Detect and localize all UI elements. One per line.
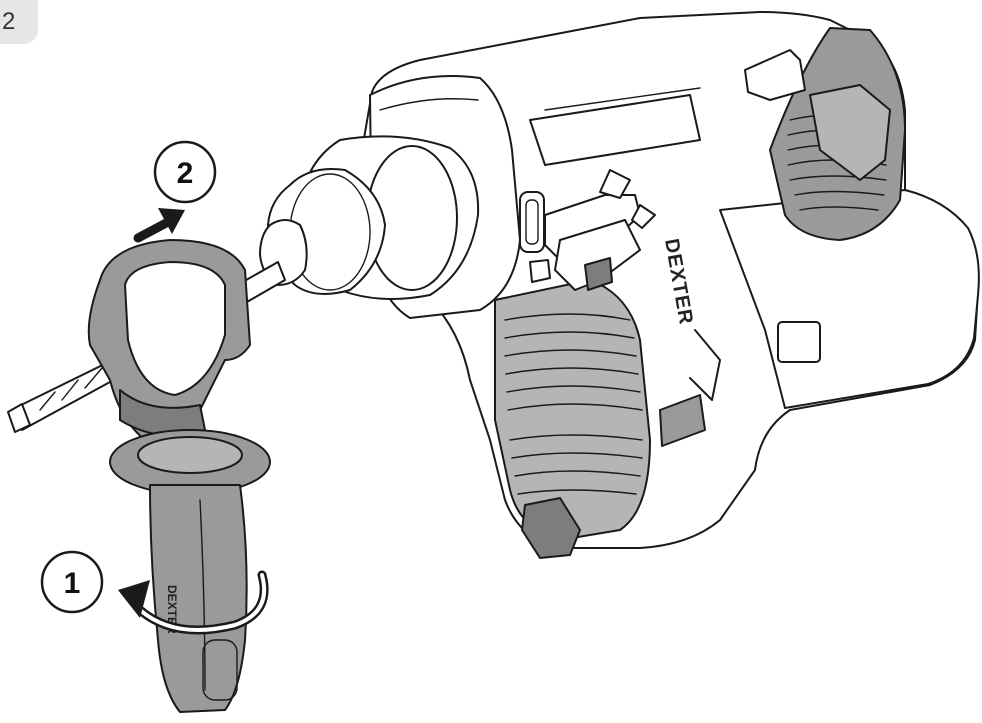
lock-button[interactable] [519,191,545,253]
figure-number-tab: 2 [0,0,38,44]
step-1-label: 1 [64,567,81,600]
rotate-arrow-head [118,580,150,618]
trigger [744,49,806,101]
handle-clamp-opening [124,261,226,396]
push-arrow-head [158,208,185,234]
brand-x-mark [689,329,721,401]
handle-grip-recess [202,639,238,701]
step-1-circle [40,550,104,614]
handle-grip-seam [199,499,206,691]
rotary-hammer: DEXTER [231,11,980,559]
handle-grip [149,484,248,713]
figure-number: 2 [2,8,16,35]
battery-slot [777,321,821,363]
step-2-label: 2 [177,157,194,190]
battery-base [719,189,980,409]
bottom-clip [521,497,581,559]
handle-collar-top [137,436,243,474]
top-cover-panel [529,94,701,166]
selector-tab-right [631,204,656,229]
push-arrow-shaft [133,217,173,243]
step-2-indicator: 2 [133,140,217,243]
side-vent [659,394,706,447]
drill-bit-tip [7,403,31,433]
lock-button-inner [525,199,539,245]
grip-switch [809,84,891,181]
step-2-circle [153,140,217,204]
step-1-indicator: 1 [40,550,269,635]
mode-selector-knob[interactable] [529,169,656,291]
selector-tab-top [599,169,631,199]
motor-housing-ribs [504,313,643,495]
auxiliary-handle: DEXTER [87,239,271,713]
selector-tab-left [529,259,551,283]
